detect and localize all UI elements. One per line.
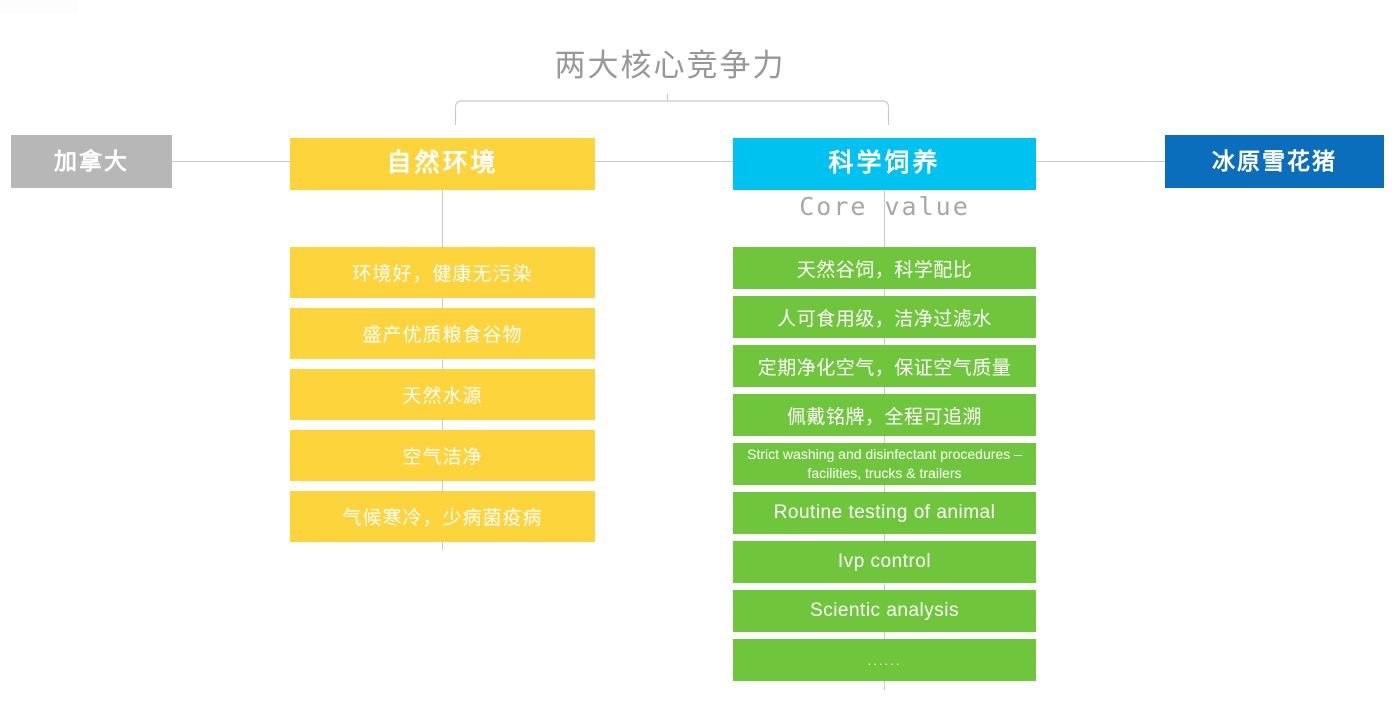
node-origin-canada[interactable]: 加拿大: [11, 135, 172, 188]
list-item[interactable]: 天然谷饲，科学配比: [733, 247, 1036, 289]
connector-left-pillar-to-right-pillar: [595, 161, 733, 162]
list-item[interactable]: 盛产优质粮食谷物: [290, 308, 595, 359]
node-result-snowflake-pork[interactable]: 冰原雪花猪: [1165, 135, 1384, 188]
list-item[interactable]: 气候寒冷，少病菌疫病: [290, 491, 595, 542]
list-item[interactable]: 环境好，健康无污染: [290, 247, 595, 298]
node-pillar-natural-environment[interactable]: 自然环境: [290, 138, 595, 190]
title-bracket-connector: [454, 94, 890, 126]
left-pillar-item-list: 环境好，健康无污染 盛产优质粮食谷物 天然水源 空气洁净 气候寒冷，少病菌疫病: [290, 247, 595, 552]
corner-decoration: [0, 0, 78, 14]
list-item[interactable]: Ivp control: [733, 541, 1036, 583]
list-item[interactable]: Routine testing of animal: [733, 492, 1036, 534]
list-item[interactable]: Scientic analysis: [733, 590, 1036, 632]
list-item[interactable]: Strict washing and disinfectant procedur…: [733, 443, 1036, 485]
page-title: 两大核心竞争力: [554, 48, 786, 83]
list-item[interactable]: ......: [733, 639, 1036, 681]
core-value-label: Core value: [799, 192, 970, 221]
connector-origin-to-left-pillar: [172, 161, 290, 162]
right-pillar-item-list: 天然谷饲，科学配比 人可食用级，洁净过滤水 定期净化空气，保证空气质量 佩戴铭牌…: [733, 247, 1036, 688]
list-item[interactable]: 人可食用级，洁净过滤水: [733, 296, 1036, 338]
connector-right-pillar-to-result: [1036, 161, 1165, 162]
list-item[interactable]: 佩戴铭牌，全程可追溯: [733, 394, 1036, 436]
list-item[interactable]: 天然水源: [290, 369, 595, 420]
spine-right-column: [884, 190, 885, 690]
list-item[interactable]: 空气洁净: [290, 430, 595, 481]
list-item[interactable]: 定期净化空气，保证空气质量: [733, 345, 1036, 387]
node-pillar-scientific-breeding[interactable]: 科学饲养: [733, 138, 1036, 190]
